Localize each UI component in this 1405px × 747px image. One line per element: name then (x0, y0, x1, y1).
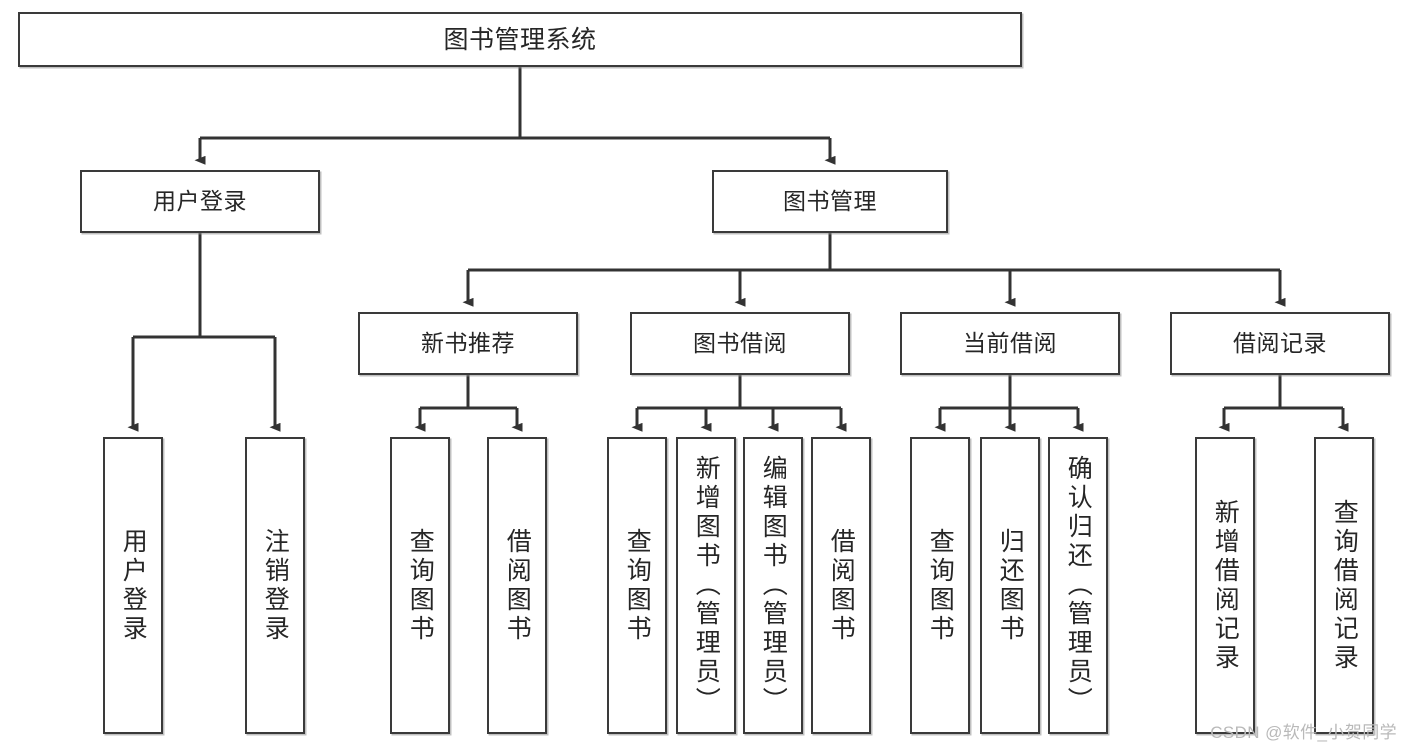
node-label: 借阅记录 (1233, 329, 1327, 356)
node-borrow-record[interactable]: 借阅记录 (1170, 312, 1390, 375)
node-leaf-edit-book-admin[interactable]: 编辑图书（管理员） (743, 437, 803, 734)
node-book-borrow[interactable]: 图书借阅 (630, 312, 850, 375)
node-label: 用户登录 (153, 187, 247, 214)
node-book-management[interactable]: 图书管理 (712, 170, 948, 233)
node-leaf-confirm-return-admin[interactable]: 确认归还（管理员） (1048, 437, 1108, 734)
node-label: 查询借阅记录 (1330, 498, 1359, 673)
node-label: 图书借阅 (693, 329, 787, 356)
node-label: 确认归还（管理员） (1064, 455, 1093, 716)
node-leaf-query-book-borrow[interactable]: 查询图书 (607, 437, 667, 734)
node-label: 新增图书（管理员） (692, 455, 721, 716)
node-label: 新增借阅记录 (1211, 498, 1240, 673)
node-label: 图书管理系统 (443, 25, 597, 54)
node-label: 归还图书 (996, 527, 1025, 644)
node-leaf-borrow-book-recommend[interactable]: 借阅图书 (487, 437, 547, 734)
node-label: 查询图书 (406, 527, 435, 644)
node-leaf-add-book-admin[interactable]: 新增图书（管理员） (676, 437, 736, 734)
node-leaf-return-book[interactable]: 归还图书 (980, 437, 1040, 734)
node-label: 图书管理 (783, 187, 877, 214)
node-leaf-query-book-recommend[interactable]: 查询图书 (390, 437, 450, 734)
node-current-borrow[interactable]: 当前借阅 (900, 312, 1120, 375)
node-user-login[interactable]: 用户登录 (80, 170, 320, 233)
node-label: 查询图书 (623, 527, 652, 644)
node-label: 用户登录 (119, 527, 148, 644)
node-label: 查询图书 (926, 527, 955, 644)
node-label: 借阅图书 (827, 527, 856, 644)
node-leaf-query-book-current[interactable]: 查询图书 (910, 437, 970, 734)
watermark: CSDN @软件_小贺同学 (1210, 723, 1397, 742)
node-leaf-add-borrow-record[interactable]: 新增借阅记录 (1195, 437, 1255, 734)
node-leaf-query-borrow-record[interactable]: 查询借阅记录 (1314, 437, 1374, 734)
node-leaf-logout[interactable]: 注销登录 (245, 437, 305, 734)
node-label: 新书推荐 (421, 329, 515, 356)
node-root-book-management-system[interactable]: 图书管理系统 (18, 12, 1022, 67)
node-label: 编辑图书（管理员） (759, 455, 788, 716)
node-leaf-user-login[interactable]: 用户登录 (103, 437, 163, 734)
node-label: 注销登录 (261, 527, 290, 644)
node-new-book-recommend[interactable]: 新书推荐 (358, 312, 578, 375)
node-label: 当前借阅 (963, 329, 1057, 356)
node-label: 借阅图书 (503, 527, 532, 644)
node-leaf-borrow-book[interactable]: 借阅图书 (811, 437, 871, 734)
